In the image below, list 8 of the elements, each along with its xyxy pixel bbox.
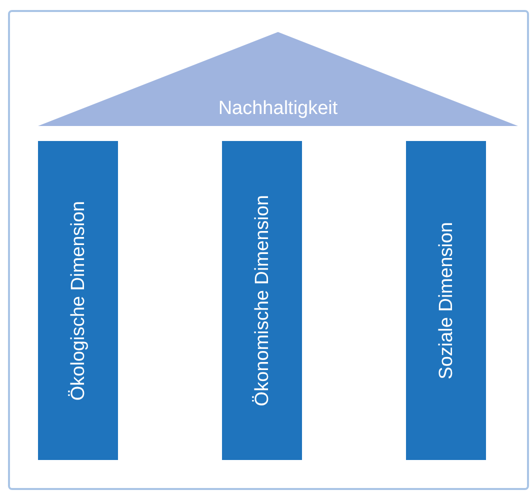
pillar-box	[406, 141, 486, 460]
roof-label: Nachhaltigkeit	[218, 99, 338, 118]
pillar-label: Ökonomische Dimension	[252, 194, 272, 406]
roof-triangle	[38, 32, 518, 126]
pillar-label: Soziale Dimension	[436, 222, 456, 380]
pillar-label: Ökologische Dimension	[68, 200, 88, 400]
pillar-box	[38, 141, 118, 460]
pillar-box	[222, 141, 302, 460]
